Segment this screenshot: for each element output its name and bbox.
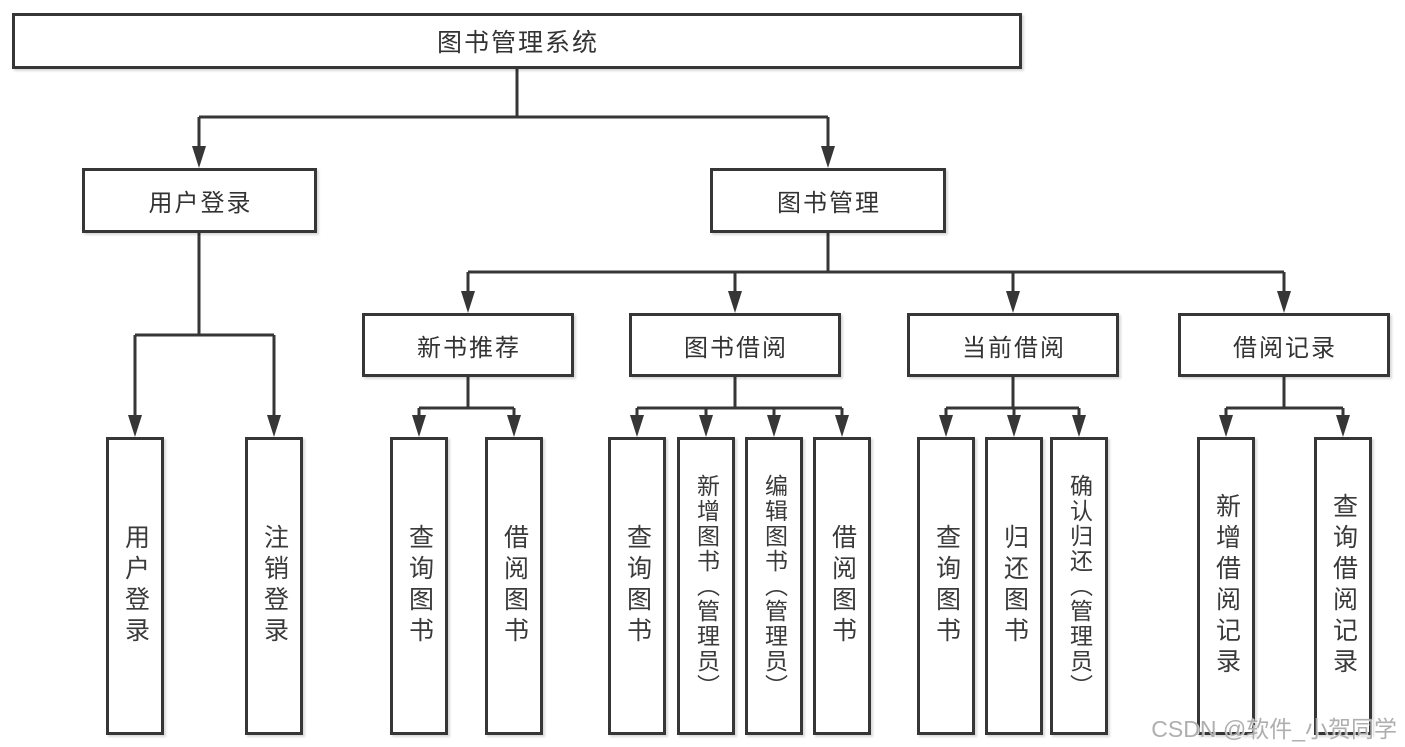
node-label: 新书推荐 [417,334,521,362]
connector-current-borrow-to-leaves [944,377,1081,416]
node-borrow-books-recommend: 借阅图书 [485,437,543,735]
node-query-books-current: 查询图书 [917,437,975,735]
node-query-books-borrow: 查询图书 [608,437,666,735]
arrowhead [1277,291,1291,313]
node-label: 编辑图书（管理员） [761,473,788,699]
node-label: 归还图书 [1000,524,1029,648]
arrowhead [128,415,142,437]
node-logout-action: 注销登录 [245,437,303,735]
node-label: 注销登录 [260,524,289,648]
arrowhead [728,291,742,313]
node-label: 借阅记录 [1233,334,1337,362]
connector-borrow-record-to-leaves [1224,377,1345,416]
node-query-books-recommend: 查询图书 [390,437,448,735]
node-label: 查询图书 [623,524,652,648]
node-label: 新增图书（管理员） [693,473,720,699]
arrowhead [192,146,206,168]
node-book-borrow: 图书借阅 [629,313,841,377]
node-current-borrow: 当前借阅 [907,313,1119,377]
node-label: 确认归还（管理员） [1066,473,1093,699]
connector-new-book-recommend-to-leaves [417,377,516,416]
node-label: 图书借阅 [684,334,788,362]
node-return-books: 归还图书 [985,437,1043,735]
node-user-login-action: 用户登录 [106,437,164,735]
node-book-management: 图书管理 [710,168,946,233]
connector-user-login-to-leaves [133,233,276,416]
arrowhead [835,415,849,437]
arrowheads [128,146,1350,437]
arrowhead [630,415,644,437]
node-confirm-return-admin: 确认归还（管理员） [1050,437,1108,735]
arrowhead [699,415,713,437]
node-library-system: 图书管理系统 [12,13,1022,69]
node-label: 借阅图书 [500,524,529,648]
node-label: 查询借阅记录 [1329,493,1358,679]
arrowhead [939,415,953,437]
arrowhead [461,291,475,313]
node-label: 用户登录 [148,190,253,217]
node-label: 图书管理系统 [436,29,599,57]
node-label: 查询图书 [932,524,961,648]
arrowhead [1007,415,1021,437]
node-borrow-books: 借阅图书 [813,437,871,735]
connector-root-to-level1 [197,69,830,147]
node-new-book-recommend: 新书推荐 [362,313,574,377]
arrowhead [1006,291,1020,313]
arrowhead [767,415,781,437]
node-borrow-record: 借阅记录 [1178,313,1390,377]
arrowhead [507,415,521,437]
arrowhead [1072,415,1086,437]
node-query-borrow-record: 查询借阅记录 [1314,437,1372,735]
node-label: 新增借阅记录 [1212,493,1241,679]
connector-book-borrow-to-leaves [635,377,844,416]
node-label: 查询图书 [405,524,434,648]
node-label: 当前借阅 [962,334,1066,362]
arrowhead [267,415,281,437]
node-label: 用户登录 [121,524,150,648]
node-label: 借阅图书 [828,524,857,648]
arrowhead [1219,415,1233,437]
csdn-watermark: CSDN @软件_小贺同学 [1151,716,1397,742]
node-add-borrow-record: 新增借阅记录 [1197,437,1255,735]
node-label: 图书管理 [777,190,881,217]
arrowhead [412,415,426,437]
connector-book-management-to-level2 [466,233,1286,292]
node-add-books-admin: 新增图书（管理员） [677,437,735,735]
node-user-login: 用户登录 [82,168,317,233]
arrowhead [821,146,835,168]
arrowhead [1336,415,1350,437]
node-edit-books-admin: 编辑图书（管理员） [745,437,803,735]
